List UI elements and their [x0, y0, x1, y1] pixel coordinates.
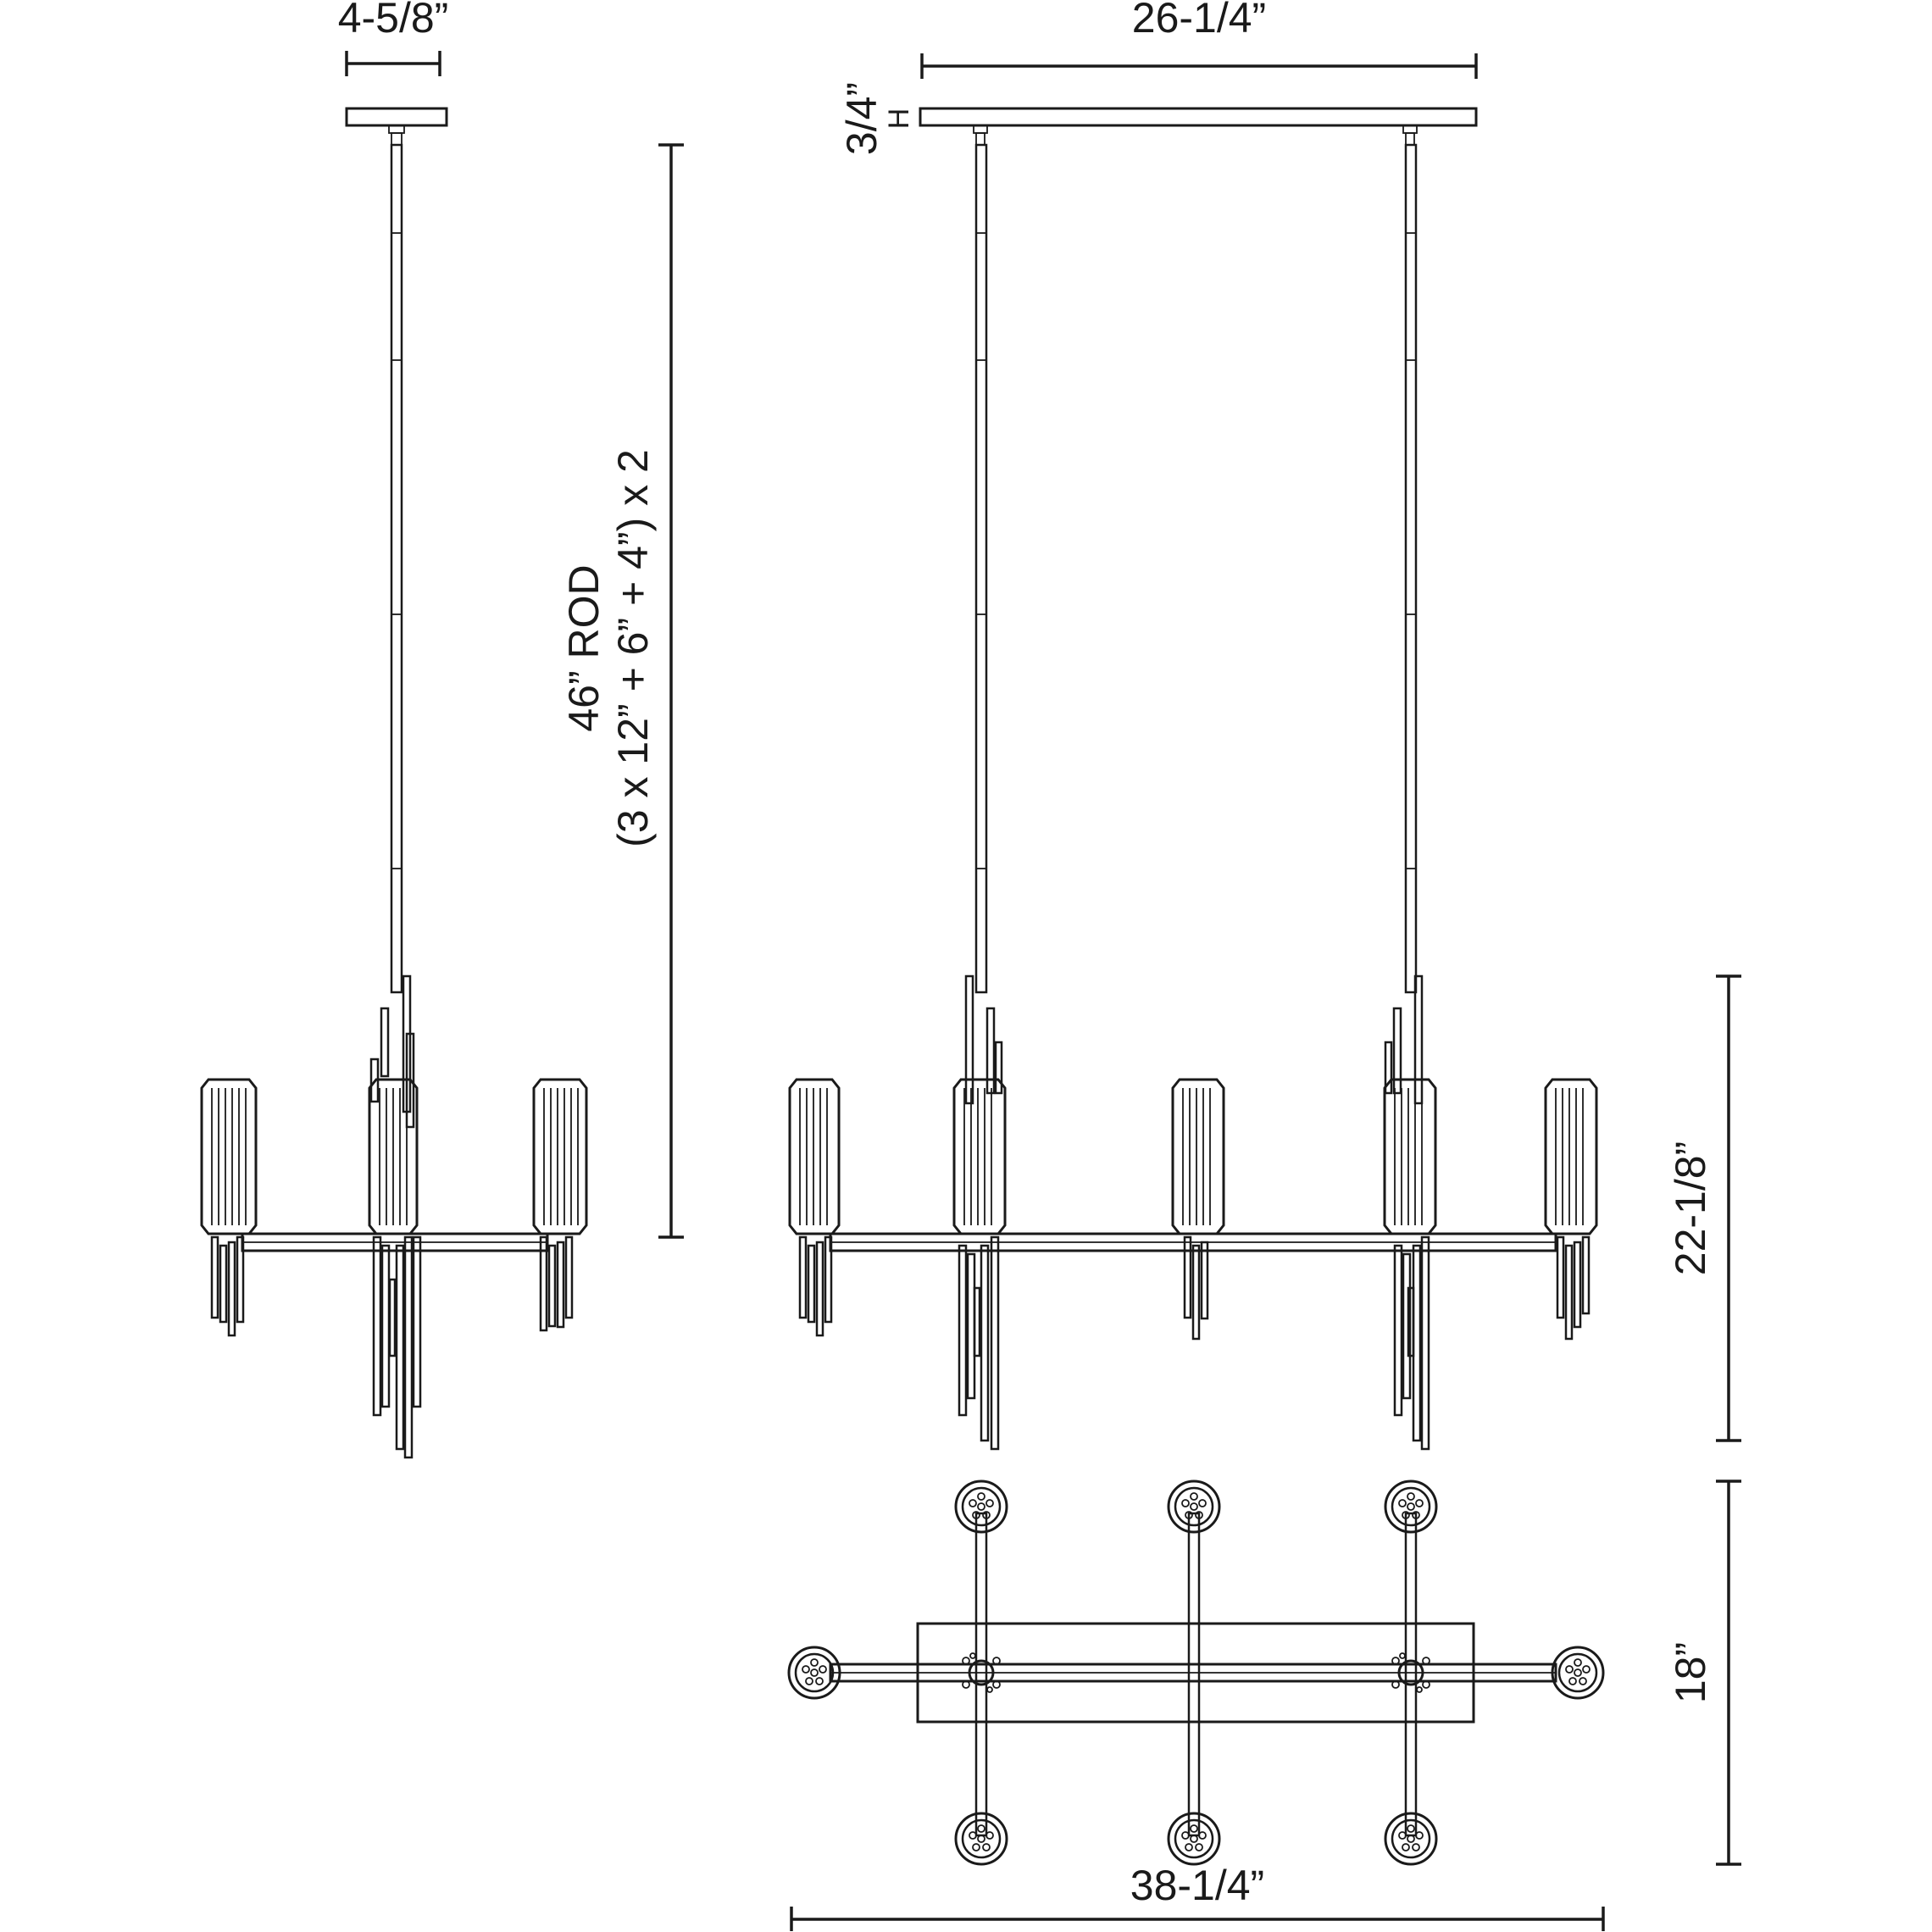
- rod-breakdown-label: (3 x 12” + 6” + 4”) x 2: [609, 449, 657, 847]
- top-view: 18” 38-1/4”: [787, 1480, 1741, 1931]
- top-shade-disc-top-right: [1384, 1480, 1438, 1534]
- side-canopy: [345, 107, 448, 127]
- fixture-length-dimension: 38-1/4”: [790, 1862, 1605, 1931]
- side-center-crystal-cluster: [369, 974, 422, 1459]
- front-shade-3: [1171, 1078, 1225, 1341]
- canopy-width-dimension: 4-5/8”: [338, 0, 449, 76]
- top-vertical-arm-right: [1404, 1512, 1418, 1837]
- top-vertical-arm-left: [974, 1512, 988, 1837]
- top-shade-disc-bottom-center: [1167, 1812, 1221, 1866]
- front-canopy: [919, 107, 1478, 127]
- fixture-height-dimension: 22-1/8”: [1667, 974, 1741, 1442]
- top-shade-disc-top-left: [954, 1480, 1008, 1534]
- front-shade-4: [1383, 1078, 1437, 1235]
- rod-length-label: 46” ROD: [560, 564, 608, 731]
- side-shade-right: [532, 1078, 588, 1332]
- front-view: 26-1/4” 3/4” H: [788, 0, 1741, 1451]
- top-shade-disc-left-end: [787, 1646, 841, 1700]
- top-vertical-arm-center: [1187, 1512, 1201, 1837]
- rod-length-dimension: 46” ROD (3 x 12” + 6” + 4”) x 2: [560, 143, 684, 1239]
- canopy-length-dimension: 26-1/4”: [920, 0, 1478, 79]
- top-shade-disc-bottom-right: [1384, 1812, 1438, 1866]
- fixture-height-label: 22-1/8”: [1667, 1141, 1714, 1275]
- front-crystal-cluster-right: [1384, 974, 1430, 1451]
- front-shade-5: [1544, 1078, 1598, 1341]
- top-shade-disc-right-end: [1551, 1646, 1605, 1700]
- top-hub-left: [962, 1652, 1001, 1693]
- top-shade-disc-bottom-left: [954, 1812, 1008, 1866]
- side-shade-center: [368, 1078, 419, 1235]
- fixture-length-label: 38-1/4”: [1130, 1862, 1264, 1909]
- canopy-height-unit: H: [883, 108, 915, 130]
- side-shade-left: [200, 1078, 258, 1337]
- front-crystal-cluster-left: [958, 974, 1003, 1451]
- top-shade-disc-top-center: [1167, 1480, 1221, 1534]
- canopy-width-label: 4-5/8”: [338, 0, 449, 42]
- front-rod-left: [974, 143, 988, 994]
- canopy-length-label: 26-1/4”: [1132, 0, 1266, 42]
- fixture-depth-label: 18”: [1667, 1642, 1714, 1703]
- fixture-depth-dimension: 18”: [1667, 1480, 1741, 1866]
- side-view: 4-5/8”: [200, 0, 684, 1459]
- front-shade-1: [788, 1078, 841, 1337]
- front-shade-2: [952, 1078, 1007, 1235]
- side-rod: [390, 143, 403, 994]
- canopy-height-label: 3/4”: [838, 82, 886, 155]
- top-hub-right: [1391, 1652, 1430, 1693]
- front-rod-right: [1404, 143, 1418, 994]
